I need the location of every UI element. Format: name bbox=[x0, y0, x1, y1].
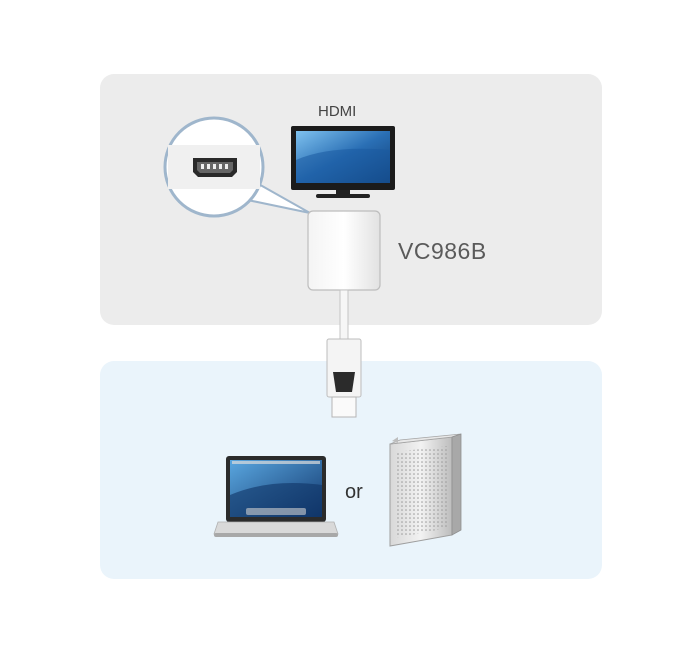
monitor-icon bbox=[291, 126, 395, 198]
hdmi-port-magnifier-icon bbox=[163, 116, 311, 218]
desktop-tower-icon bbox=[389, 433, 462, 547]
adapter-box-icon bbox=[307, 210, 381, 291]
hdmi-label: HDMI bbox=[318, 103, 357, 120]
or-label: or bbox=[345, 481, 363, 503]
model-name-label: VC986B bbox=[398, 238, 487, 264]
laptop-icon bbox=[213, 456, 339, 537]
displayport-connector-icon bbox=[326, 289, 362, 418]
